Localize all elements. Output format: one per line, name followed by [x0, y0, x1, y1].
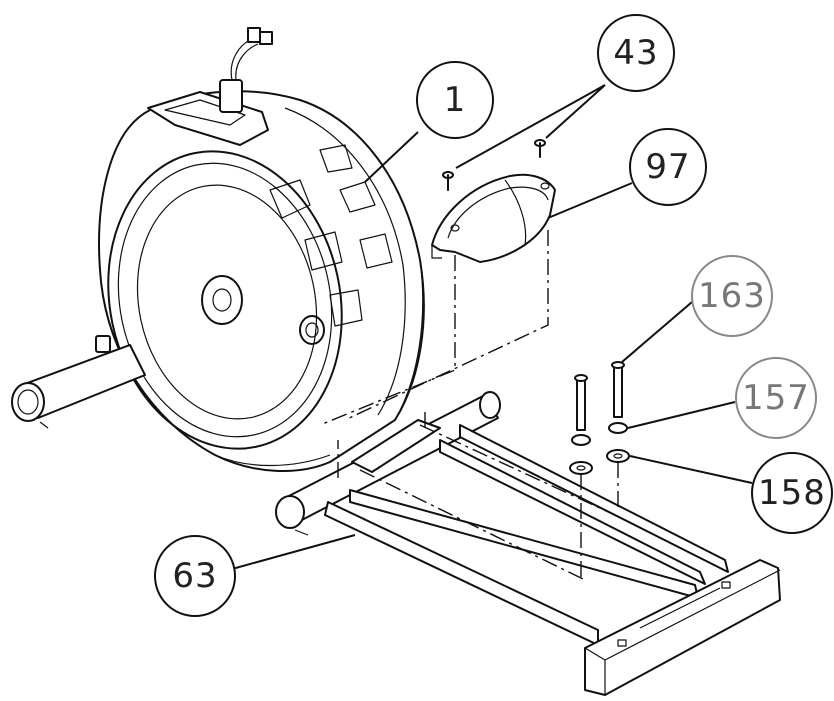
- callout-163: 163: [691, 255, 773, 337]
- callout-label-97: 97: [645, 147, 690, 187]
- callout-97: 97: [629, 128, 707, 206]
- callout-63: 63: [154, 535, 236, 617]
- callout-43: 43: [597, 14, 675, 92]
- base-frame: [275, 391, 781, 696]
- leader-lines: [231, 84, 753, 570]
- callout-label-157: 157: [742, 378, 810, 418]
- cable-connector: [219, 27, 273, 113]
- screw-pair: [442, 139, 546, 191]
- alignment-lines: [319, 230, 619, 581]
- flywheel-housing: [98, 90, 425, 472]
- front-tube: [11, 335, 146, 429]
- callout-label-163: 163: [698, 276, 766, 316]
- callout-157: 157: [735, 357, 817, 439]
- callout-158: 158: [751, 452, 833, 534]
- cover-part: [431, 173, 556, 263]
- callout-label-1: 1: [444, 80, 467, 120]
- callout-label-158: 158: [758, 473, 826, 513]
- bolt-washer-set: [569, 361, 630, 475]
- callout-label-63: 63: [172, 556, 217, 596]
- callout-label-43: 43: [613, 33, 658, 73]
- callout-1: 1: [416, 61, 494, 139]
